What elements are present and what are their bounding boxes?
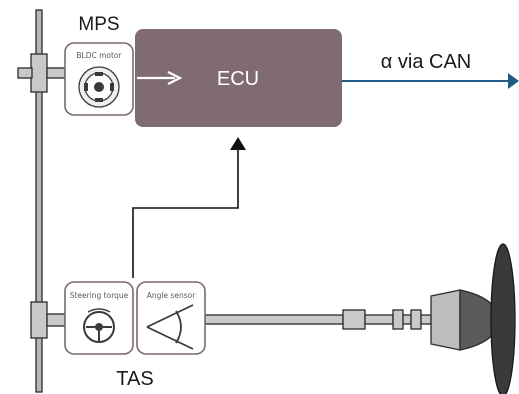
ecu-box: ECU xyxy=(135,29,342,127)
ecu-label: ECU xyxy=(217,68,259,90)
mps-label: MPS xyxy=(78,14,119,35)
steering-wheel xyxy=(430,243,516,394)
tas-label: TAS xyxy=(116,368,153,390)
steering-torque-label: Steering torque xyxy=(70,291,129,300)
bldc-motor-icon xyxy=(78,66,120,108)
can-output-label: α via CAN xyxy=(381,51,471,73)
steering-wheel-icon xyxy=(83,308,115,343)
steering-column xyxy=(17,9,66,393)
angle-sensor-icon xyxy=(146,304,194,350)
can-output-arrow xyxy=(342,73,519,89)
tas-to-ecu-signal xyxy=(132,137,246,278)
bldc-motor-box: BLDC motor xyxy=(64,42,134,116)
steering-shaft xyxy=(204,309,432,330)
bldc-motor-label: BLDC motor xyxy=(76,51,122,60)
angle-sensor-label: Angle sensor xyxy=(147,291,196,300)
motor-to-ecu-arrow xyxy=(137,71,183,85)
steering-torque-box: Steering torque xyxy=(64,281,134,355)
angle-sensor-box: Angle sensor xyxy=(136,281,206,355)
